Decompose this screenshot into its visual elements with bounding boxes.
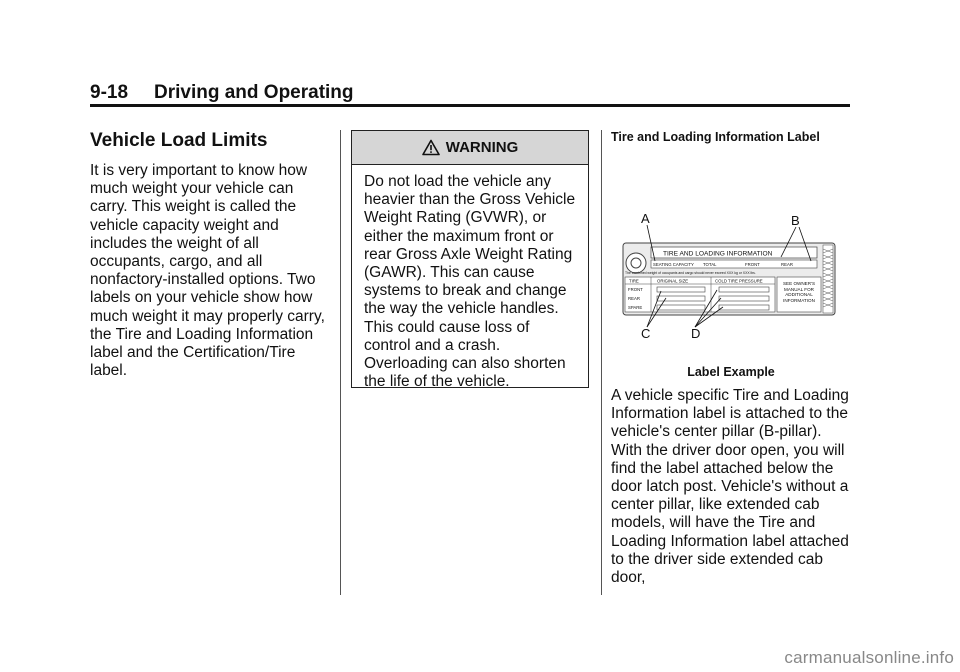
label-location-paragraph: A vehicle specific Tire and Loading Info…	[611, 387, 849, 587]
topic-heading: Vehicle Load Limits	[90, 130, 268, 151]
leader-c	[646, 290, 662, 328]
warning-triangle-icon	[421, 139, 440, 156]
column-divider	[601, 130, 602, 595]
tire-label-illustration: A B C D TIRE AND LOADING INFORMATION SEA…	[622, 211, 836, 341]
callout-c: C	[641, 326, 650, 341]
warning-text: Do not load the vehicle any heavier than…	[364, 173, 576, 391]
leader-d	[694, 289, 718, 328]
tire-row-spare: SPARE	[628, 305, 642, 310]
page-number: 9-18	[90, 82, 129, 103]
right-column: Tire and Loading Information Label	[611, 130, 856, 145]
leader-b2	[798, 226, 812, 262]
figure-caption: Label Example	[687, 365, 775, 379]
owners-manual-note: SEE OWNER'S MANUAL FOR ADDITIONAL INFORM…	[782, 281, 816, 303]
leader-b	[780, 226, 797, 258]
label-title: TIRE AND LOADING INFORMATION	[663, 251, 773, 258]
intro-paragraph: It is very important to know how much we…	[90, 162, 325, 380]
callout-a: A	[641, 211, 650, 226]
watermark: carmanualsonline.info	[784, 648, 954, 667]
right-column-body: A vehicle specific Tire and Loading Info…	[611, 387, 856, 587]
front-header: FRONT	[745, 262, 760, 267]
column-divider	[340, 130, 341, 595]
section-title: Driving and Operating	[154, 82, 354, 103]
original-size-header: ORIGINAL SIZE	[657, 279, 688, 284]
figure-title: Tire and Loading Information Label	[611, 130, 820, 144]
tire-icon	[625, 252, 647, 274]
tire-row-front: FRONT	[628, 287, 643, 292]
tire-row-rear: REAR	[628, 296, 640, 301]
callout-b: B	[791, 213, 800, 228]
combined-weight-note: The combined weight of occupants and car…	[625, 271, 756, 275]
tire-header: TIRE	[629, 279, 639, 284]
left-column: Vehicle Load Limits It is very important…	[90, 130, 335, 380]
warning-title: WARNING	[445, 139, 519, 156]
seating-capacity-header: SEATING CAPACITY	[653, 262, 694, 267]
warning-header: WARNING	[352, 131, 588, 165]
callout-d: D	[691, 326, 700, 341]
leader-a	[646, 224, 656, 262]
warning-box: WARNING Do not load the vehicle any heav…	[351, 130, 589, 391]
page-header: 9-18 Driving and Operating	[90, 82, 850, 104]
cold-tire-pressure-header: COLD TIRE PRESSURE	[715, 279, 763, 284]
rear-header: REAR	[781, 262, 793, 267]
header-rule	[90, 104, 850, 107]
total-header: TOTAL	[703, 262, 717, 267]
